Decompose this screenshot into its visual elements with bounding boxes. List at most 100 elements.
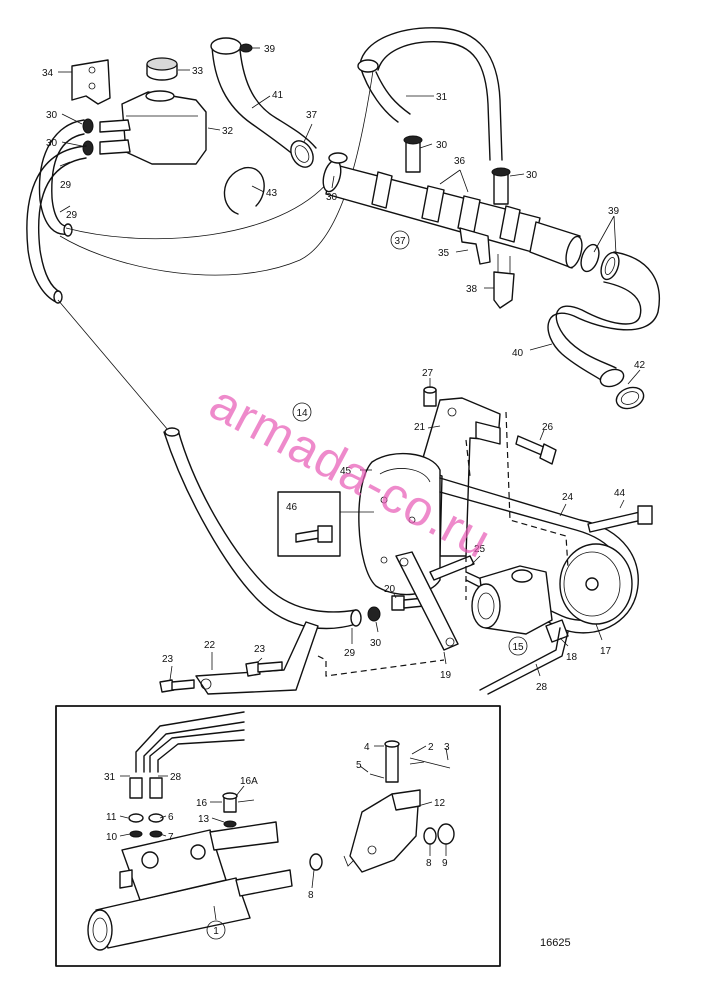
unions-11-6-10-7 — [128, 777, 164, 838]
label-18: 18 — [566, 652, 578, 663]
expansion-tank-32 — [121, 90, 207, 165]
label-39-b: 39 — [608, 206, 620, 217]
rod-end-bracket-12 — [343, 789, 421, 873]
label-33: 33 — [192, 66, 204, 77]
label-26: 26 — [542, 422, 554, 433]
label-10: 10 — [106, 832, 118, 843]
fitting-18 — [545, 619, 569, 643]
label-46: 46 — [286, 502, 298, 513]
label-2: 2 — [428, 742, 434, 753]
label-30-c: 30 — [436, 140, 448, 151]
bolt-44 — [587, 505, 653, 533]
bleed-screw-16 — [222, 792, 255, 828]
label-8-a: 8 — [308, 890, 314, 901]
label-42: 42 — [634, 360, 646, 371]
clip-30-mid — [367, 606, 381, 622]
clip-30-left-pipe — [328, 152, 348, 164]
circled-ref-15: 15 — [512, 642, 524, 653]
label-20: 20 — [384, 584, 396, 595]
leader-lines — [58, 47, 641, 921]
clip-37-a — [290, 140, 314, 168]
label-16A: 16A — [240, 776, 258, 787]
circled-ref-1: 1 — [213, 926, 219, 937]
pipes-31-28-inset — [135, 711, 245, 773]
label-36: 36 — [454, 156, 466, 167]
hose-clips-30 — [82, 118, 94, 156]
label-44: 44 — [614, 488, 626, 499]
label-13: 13 — [198, 814, 210, 825]
circled-ref-14: 14 — [296, 408, 308, 419]
label-16: 16 — [196, 798, 208, 809]
label-30-a: 30 — [46, 110, 58, 121]
clip-42 — [615, 386, 645, 410]
link-arm-19 — [395, 551, 459, 651]
label-5: 5 — [356, 760, 362, 771]
label-11: 11 — [106, 812, 117, 823]
bracket-35 — [459, 227, 491, 265]
label-43: 43 — [266, 188, 278, 199]
steering-cylinder-1 — [87, 821, 293, 951]
label-31: 31 — [436, 92, 448, 103]
pipe-28 — [479, 627, 569, 695]
label-30-e: 30 — [326, 192, 338, 203]
pin-4-clip-2-3-5 — [369, 740, 451, 783]
label-41: 41 — [272, 90, 284, 101]
washer-8-left — [309, 853, 323, 871]
bracket-34 — [71, 59, 111, 105]
label-30-f: 30 — [370, 638, 382, 649]
circled-ref-37: 37 — [394, 236, 406, 247]
hose-29-lower — [26, 145, 87, 304]
label-7: 7 — [168, 832, 174, 843]
label-19: 19 — [440, 670, 452, 681]
label-24: 24 — [562, 492, 574, 503]
filler-cap-33 — [146, 57, 178, 81]
label-17: 17 — [600, 646, 612, 657]
label-12: 12 — [434, 798, 446, 809]
label-6: 6 — [168, 812, 174, 823]
label-23-a: 23 — [162, 654, 174, 665]
bolt-23-left — [159, 679, 195, 693]
clips-39-right — [580, 243, 620, 281]
label-28-inset: 28 — [170, 772, 182, 783]
label-28-a: 28 — [536, 682, 548, 693]
nipple-30-top — [403, 135, 423, 173]
label-29-b: 29 — [66, 210, 78, 221]
pipe-37 — [322, 159, 583, 269]
label-40: 40 — [512, 348, 524, 359]
label-34: 34 — [42, 68, 54, 79]
label-39-a: 39 — [264, 44, 276, 55]
label-25: 25 — [474, 544, 486, 555]
detail-inset-frame — [55, 705, 501, 967]
dashed-assembly-lines — [317, 411, 569, 677]
label-38: 38 — [466, 284, 478, 295]
nut-washer-8-9 — [423, 823, 455, 845]
hose-40 — [547, 251, 660, 388]
label-9: 9 — [442, 858, 448, 869]
bolt-26 — [515, 435, 557, 465]
long-hose-29-left — [57, 299, 362, 630]
hose-31 — [357, 27, 503, 161]
bolt-46-box — [277, 491, 374, 557]
guide-lines-top — [59, 63, 375, 276]
circled-refs: 14 37 15 1 — [206, 230, 528, 940]
label-30-b: 30 — [46, 138, 58, 149]
label-23-b: 23 — [254, 644, 266, 655]
bolt-23-right — [245, 661, 283, 677]
tank-outlet-pipes — [99, 119, 131, 155]
label-31-inset: 31 — [104, 772, 116, 783]
pump-body-15 — [471, 565, 553, 635]
label-29-c: 29 — [344, 648, 356, 659]
label-45: 45 — [340, 466, 352, 477]
drain-fitting-38 — [493, 254, 515, 309]
tensioner-arm-22 — [195, 621, 319, 695]
timing-cover-45 — [358, 452, 441, 596]
clip-39-top — [239, 43, 253, 53]
label-32: 32 — [222, 126, 234, 137]
label-27: 27 — [422, 368, 434, 379]
label-35: 35 — [438, 248, 450, 259]
nipple-30-right — [491, 167, 511, 205]
drawing-number: 16625 — [540, 937, 571, 949]
label-3: 3 — [444, 742, 450, 753]
pulley-17 — [559, 543, 633, 625]
